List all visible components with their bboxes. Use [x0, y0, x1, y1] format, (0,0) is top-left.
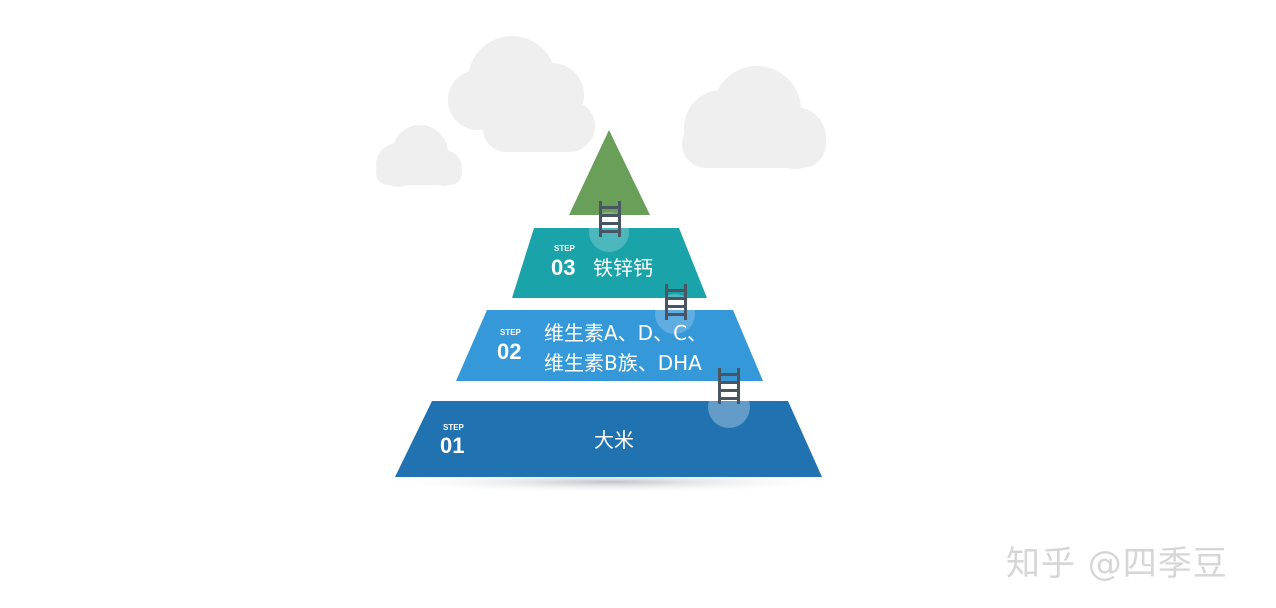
tier-3-text: 铁锌钙 [593, 256, 653, 280]
tier-1-shape [395, 401, 822, 477]
tier-2-labels: STEP 02 维生素A、D、C、 维生素B族、DHA [497, 321, 707, 375]
step-number: 01 [440, 433, 464, 458]
ladder-halo [708, 386, 750, 428]
tier-1-text: 大米 [594, 428, 634, 452]
cloud-right [682, 66, 826, 169]
watermark: 知乎 @四季豆 [1006, 544, 1228, 584]
ladder-icon [599, 201, 621, 237]
pyramid-peak [569, 130, 650, 215]
step-label: STEP [500, 328, 522, 337]
step-label: STEP [443, 423, 465, 432]
cloud-small [376, 125, 462, 187]
step-number: 02 [497, 339, 521, 364]
tier-3-labels: STEP 03 铁锌钙 [551, 244, 653, 280]
step-number: 03 [551, 255, 575, 280]
tier-2-shape [456, 310, 763, 381]
tier-2-text-line-1: 维生素A、D、C、 [544, 321, 707, 345]
tier-3-shape [512, 228, 707, 298]
tier-1-labels: STEP 01 大米 [440, 423, 634, 458]
cloud-large [448, 36, 595, 152]
ladder-icon [665, 284, 687, 320]
step-label: STEP [554, 244, 576, 253]
tier-2-text-line-2: 维生素B族、DHA [544, 351, 702, 375]
ladder-icon [718, 368, 740, 404]
